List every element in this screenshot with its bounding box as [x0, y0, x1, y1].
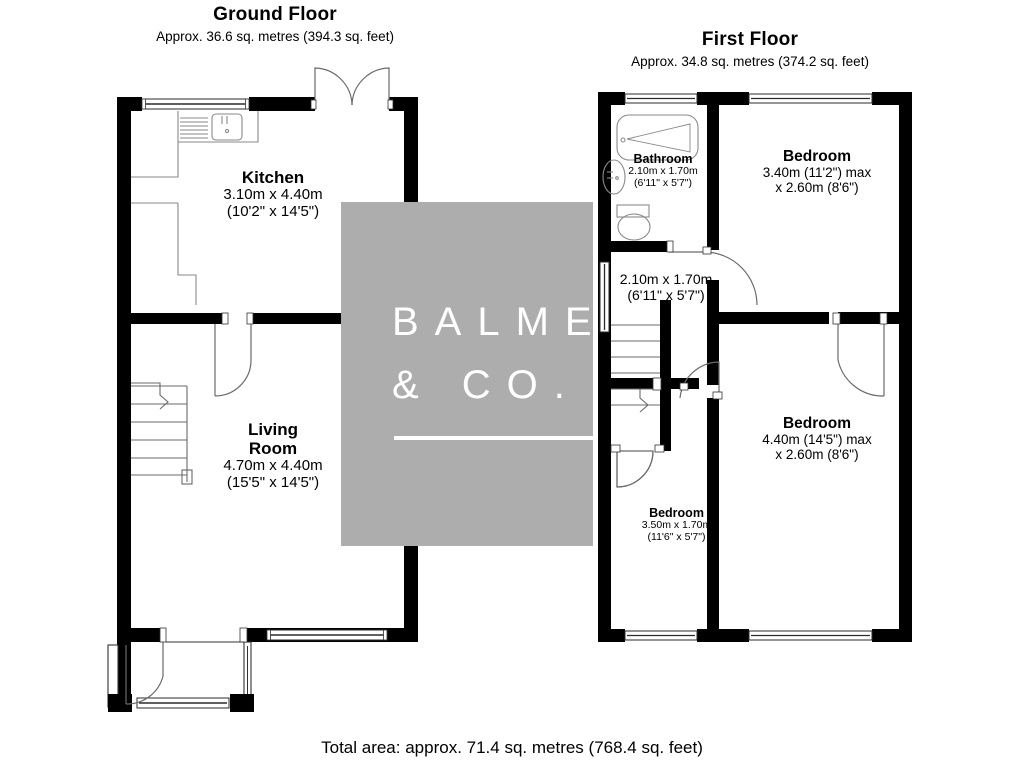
ground-window-top	[141, 98, 250, 110]
ground-double-door-top	[314, 67, 390, 106]
bedroom2-door	[679, 361, 720, 399]
watermark-block	[341, 202, 593, 546]
first-window-bathroom	[624, 93, 698, 104]
first-window-bedroom1	[748, 93, 873, 104]
kitchen-units	[131, 111, 259, 305]
first-floor-subtitle: Approx. 34.8 sq. metres (374.2 sq. feet)	[631, 54, 869, 69]
first-window-landing	[599, 261, 610, 333]
first-window-bedroom3	[624, 630, 698, 641]
ground-window-bottom-right	[266, 629, 388, 641]
bedroom1-door	[837, 324, 885, 397]
first-window-bedroom2	[748, 630, 873, 641]
ground-staircase	[131, 382, 193, 485]
first-floor-title: First Floor	[701, 29, 799, 50]
ground-porch	[107, 627, 254, 712]
total-area-caption: Total area: approx. 71.4 sq. metres (768…	[321, 738, 703, 757]
bathroom-fixtures	[602, 114, 699, 241]
ground-floor-title: Ground Floor	[213, 4, 337, 25]
ground-floor-subtitle: Approx. 36.6 sq. metres (394.3 sq. feet)	[156, 29, 394, 44]
first-floor-plan	[598, 92, 912, 642]
first-staircase	[611, 324, 660, 413]
bedroom3-door	[616, 450, 654, 488]
kitchen-door	[214, 324, 252, 397]
